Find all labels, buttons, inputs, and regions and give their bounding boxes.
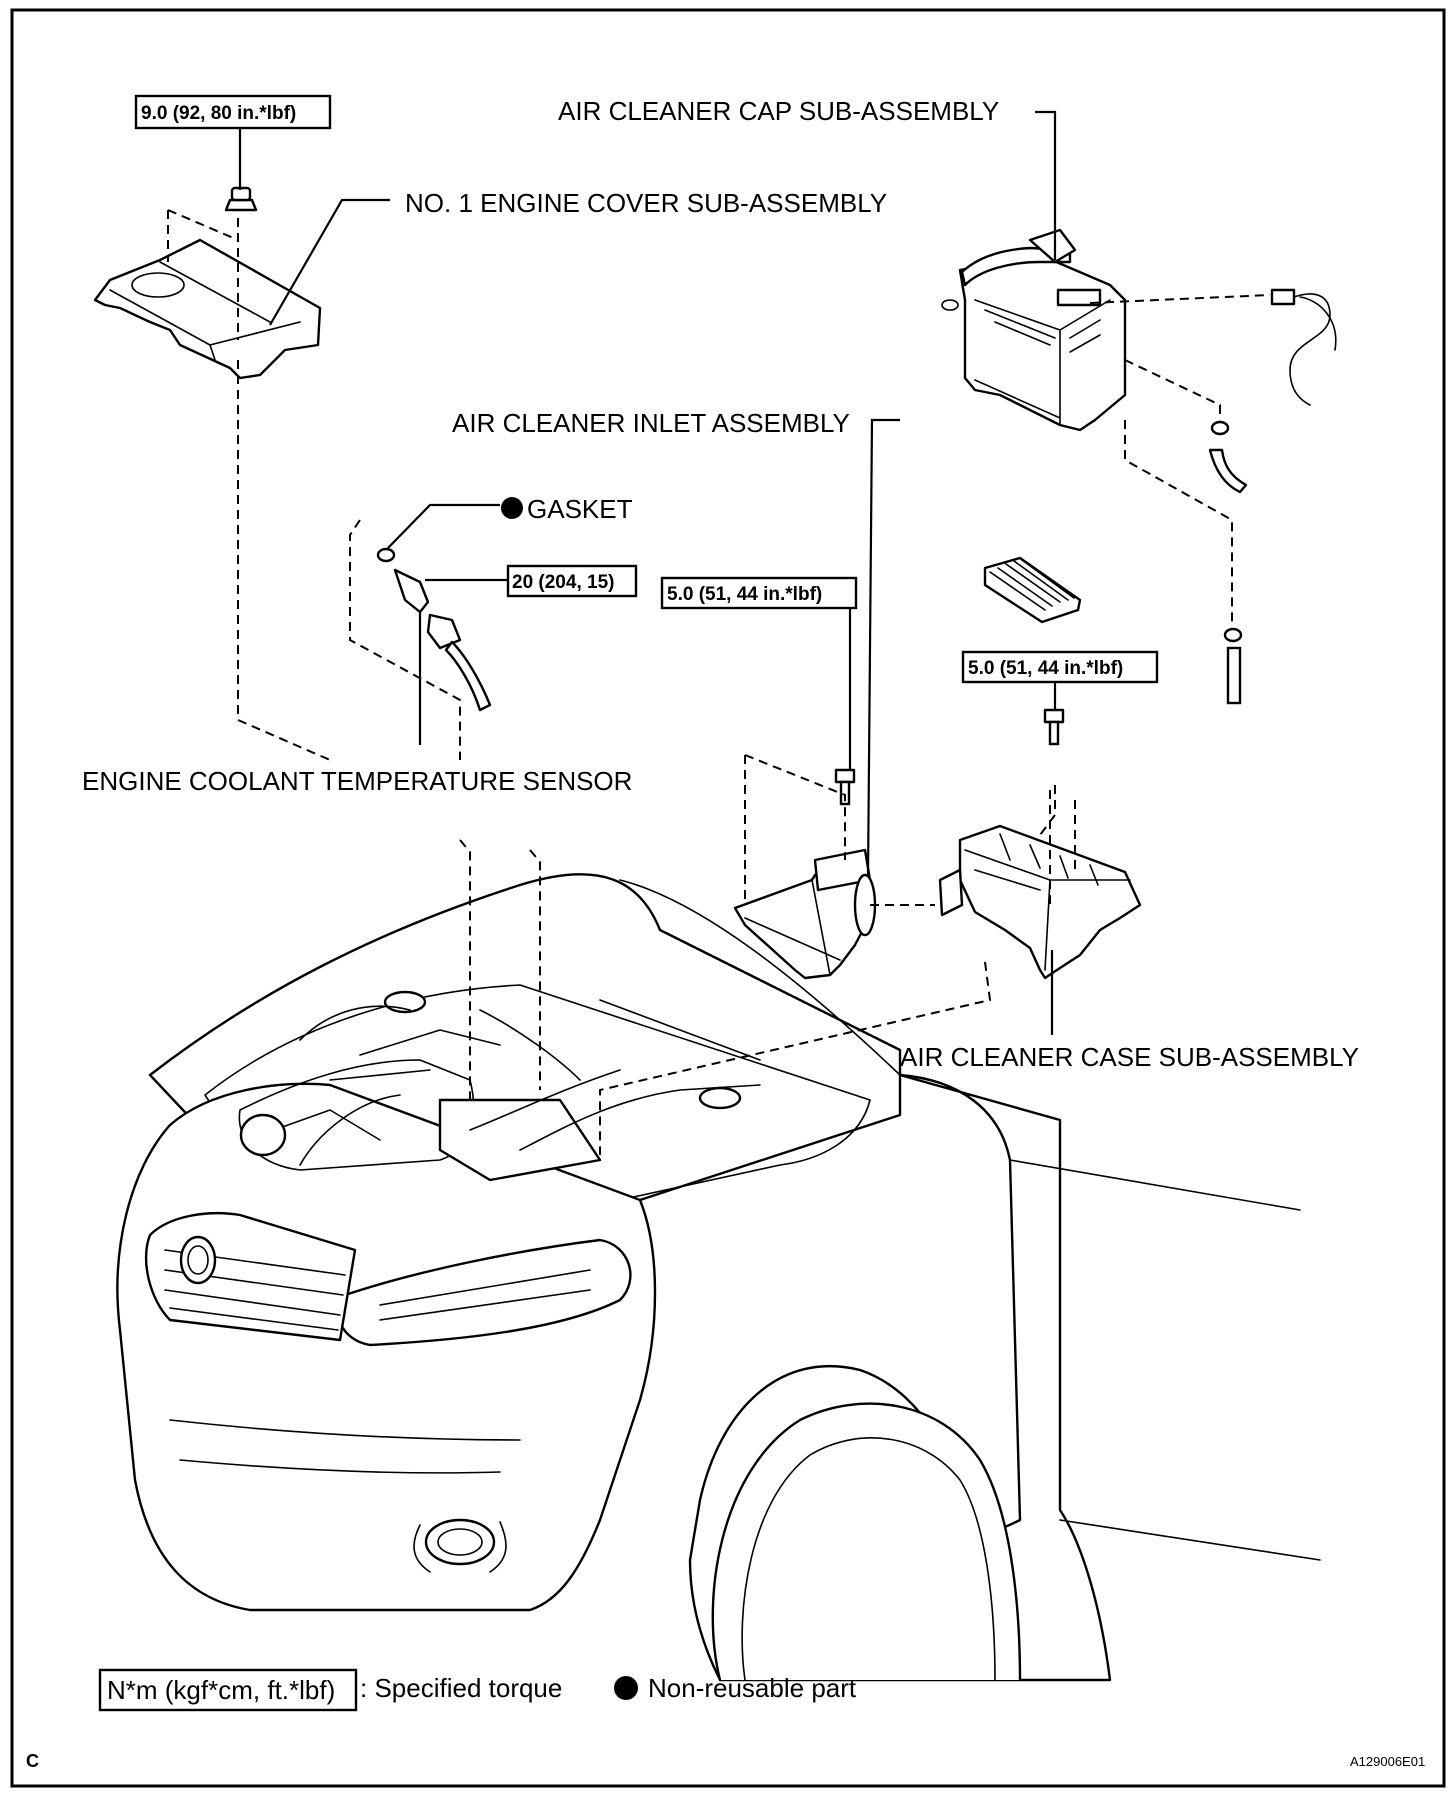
gasket-nonreusable-icon [501, 497, 523, 519]
air-cleaner-cap-label: AIR CLEANER CAP SUB-ASSEMBLY [558, 96, 999, 126]
case-bolt-torque-box [961, 650, 1159, 684]
leader-lines [238, 110, 1057, 1035]
breather-hose [1208, 420, 1248, 705]
legend-nonreusable-icon [614, 1676, 638, 1700]
wire-harness [1270, 288, 1337, 406]
air-cleaner-cap [941, 228, 1127, 432]
legend-torque-unit: N*m (kgf*cm, ft.*lbf) [107, 1675, 335, 1705]
legend: N*m (kgf*cm, ft.*lbf) : Specified torque… [98, 1668, 857, 1712]
air-cleaner-case [938, 824, 1142, 980]
ect-sensor-torque-value: 20 (204, 15) [512, 572, 614, 593]
ect-sensor-torque-box [506, 564, 638, 598]
inlet-bolt [834, 768, 856, 806]
corner-letter: C [26, 1751, 39, 1771]
gasket-label: GASKET [527, 494, 633, 524]
engine-cover-nut [224, 186, 258, 212]
engine-cover-label: NO. 1 ENGINE COVER SUB-ASSEMBLY [405, 188, 887, 218]
assembly-lines [167, 209, 1271, 1155]
inlet-bolt-torque-value: 5.0 (51, 44 in.*lbf) [667, 584, 822, 605]
case-bolt [1043, 708, 1065, 746]
engine-cover-torque-box [134, 94, 332, 130]
air-filter-element [983, 556, 1082, 624]
ect-connector [426, 613, 492, 712]
diagram-frame [10, 8, 1446, 1788]
gasket-part [376, 547, 396, 563]
ect-sensor-label: ENGINE COOLANT TEMPERATURE SENSOR [82, 766, 632, 796]
air-cleaner-case-label: AIR CLEANER CASE SUB-ASSEMBLY [900, 1042, 1359, 1072]
figure-id: A129006E01 [1350, 1754, 1425, 1769]
ect-sensor [393, 568, 430, 614]
air-cleaner-inlet-label: AIR CLEANER INLET ASSEMBLY [452, 408, 850, 438]
engine-cover-torque-value: 9.0 (92, 80 in.*lbf) [141, 103, 296, 124]
case-bolt-torque-value: 5.0 (51, 44 in.*lbf) [968, 658, 1123, 679]
legend-torque-unit-box [98, 1668, 358, 1712]
legend-torque-text: : Specified torque [360, 1673, 562, 1703]
air-cleaner-inlet [733, 848, 877, 980]
inlet-bolt-torque-box [660, 576, 858, 610]
legend-nonreusable-text: Non-reusable part [648, 1673, 857, 1703]
engine-cover [93, 238, 322, 380]
vehicle-illustration [116, 873, 1321, 1682]
